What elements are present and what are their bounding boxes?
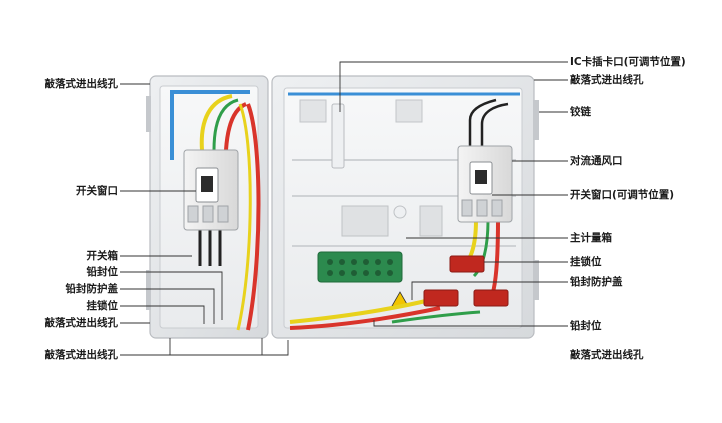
label-convection-vent: 对流通风口 bbox=[570, 155, 623, 167]
label-switch-box: 开关箱 bbox=[86, 250, 119, 262]
leader-lock-position-left bbox=[120, 305, 205, 324]
wire-yellow-left bbox=[199, 94, 233, 151]
leader-seal-position-right bbox=[373, 320, 568, 327]
seal-covers-right bbox=[423, 255, 509, 307]
leader-seal-position-left bbox=[120, 271, 223, 320]
hinge-top bbox=[533, 100, 539, 140]
label-seal-cover-left: 铅封防护盖 bbox=[65, 283, 119, 295]
label-knockout-hole-bottom-right: 敲落式进出线孔 bbox=[570, 349, 644, 361]
label-hinge: 铰链 bbox=[570, 106, 591, 118]
leader-ic-card-slot bbox=[339, 61, 568, 112]
leader-seal-cover-right bbox=[411, 281, 568, 300]
label-seal-position-right: 铅封位 bbox=[570, 320, 602, 332]
callout-leader-lines bbox=[120, 61, 568, 356]
label-knockout-hole-top-right: 敲落式进出线孔 bbox=[570, 74, 644, 86]
label-knockout-hole-mid-left: 敲落式进出线孔 bbox=[44, 317, 119, 329]
leader-seal-cover-left bbox=[120, 288, 215, 324]
label-switch-window-left: 开关窗口 bbox=[76, 185, 118, 197]
meter-box-wiring bbox=[288, 92, 520, 330]
label-lock-position-right: 挂锁位 bbox=[570, 256, 602, 268]
wire-blue-left bbox=[170, 90, 250, 94]
ic-card-slot-shape bbox=[331, 103, 345, 169]
label-knockout-hole-bottom-left: 敲落式进出线孔 bbox=[44, 349, 119, 361]
label-switch-window-right: 开关窗口(可调节位置) bbox=[570, 189, 675, 201]
label-lock-position-left: 挂锁位 bbox=[86, 300, 119, 312]
label-seal-position-left: 铅封位 bbox=[86, 266, 119, 278]
breaker-left bbox=[183, 149, 239, 231]
label-seal-cover-right: 铅封防护盖 bbox=[570, 276, 623, 288]
hinge-bottom bbox=[533, 260, 539, 300]
label-main-meter-box: 主计量箱 bbox=[570, 232, 612, 244]
wire-red-left bbox=[224, 102, 247, 151]
breaker-right bbox=[457, 145, 513, 223]
convection-vents bbox=[299, 99, 443, 237]
switch-box-wiring bbox=[170, 90, 261, 331]
label-knockout-hole-top-left: 敲落式进出线孔 bbox=[44, 78, 119, 90]
label-ic-card-slot: IC卡插卡口(可调节位置) bbox=[570, 56, 686, 68]
leader-knockout-bottom-left bbox=[120, 338, 171, 356]
terminal-block bbox=[317, 251, 403, 283]
